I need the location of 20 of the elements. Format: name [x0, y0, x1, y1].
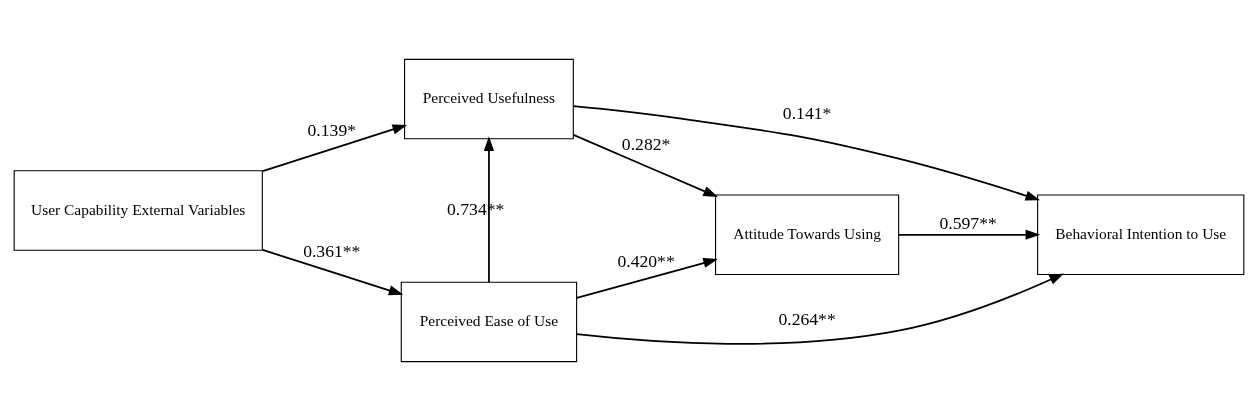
- edge-label: 0.139*: [307, 119, 357, 140]
- edge-label: 0.361**: [303, 240, 361, 261]
- arrow: [261, 124, 408, 172]
- edge-label: 0.264**: [778, 308, 836, 329]
- edge-label: 0.282*: [621, 133, 671, 154]
- arrow: [897, 229, 1041, 240]
- arrow: [575, 257, 718, 299]
- node-box: Perceived Ease of Use: [400, 281, 578, 362]
- arrow: [261, 248, 404, 295]
- arrow: [572, 104, 1041, 201]
- edge-label: 0.597**: [939, 212, 997, 233]
- node-box: Perceived Usefulness: [404, 58, 574, 139]
- arrow: [572, 133, 718, 197]
- node-box: Behavioral Intention to Use: [1037, 194, 1245, 275]
- node-box: User Capability External Variables: [13, 169, 263, 251]
- edge-label: 0.420**: [617, 250, 675, 271]
- node-box: Attitude Towards Using: [715, 194, 900, 275]
- edge-label: 0.141*: [782, 102, 832, 123]
- arrow: [483, 135, 495, 283]
- arrow: [575, 273, 1064, 345]
